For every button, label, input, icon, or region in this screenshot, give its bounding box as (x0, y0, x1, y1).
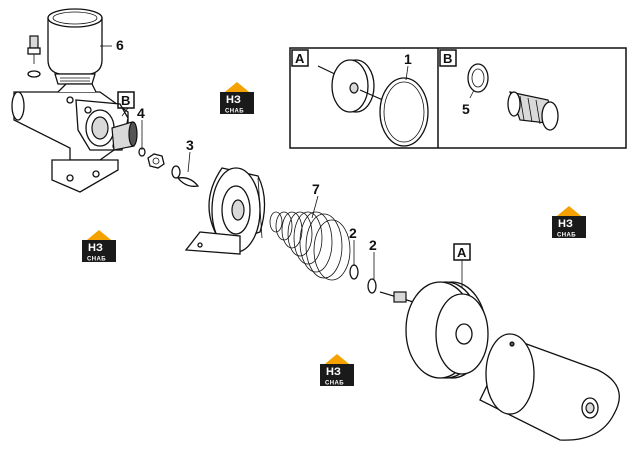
callout-2-second: 2 (369, 237, 377, 253)
callout-3: 3 (186, 137, 194, 153)
mounting-housing (184, 167, 266, 255)
callout-6: 6 (116, 37, 124, 53)
watermark-logo-1: НЗ СНАБ (220, 82, 254, 115)
fluid-reservoir (47, 8, 103, 85)
callout-7: 7 (312, 181, 320, 197)
leader-lines (100, 45, 475, 288)
svg-text:НЗ: НЗ (326, 366, 341, 378)
boxed-label-a-main: A (457, 245, 467, 260)
piston-assembly (379, 281, 489, 379)
boxed-label-b-main: B (121, 93, 130, 108)
callout-2-first: 2 (349, 225, 357, 241)
svg-text:НЗ: НЗ (558, 218, 573, 230)
return-spring (269, 211, 351, 281)
svg-text:НЗ: НЗ (88, 242, 103, 254)
callout-1: 1 (404, 51, 412, 67)
callout-4: 4 (137, 105, 145, 121)
booster-housing (479, 333, 620, 441)
watermark-logo-4: НЗ СНАБ (320, 354, 354, 387)
callout-numbers: 6 4 3 7 2 2 1 5 (116, 37, 470, 253)
nut-and-washer (138, 147, 200, 187)
svg-text:СНАБ: СНАБ (87, 257, 106, 263)
svg-text:СНАБ: СНАБ (325, 381, 344, 387)
detail-box (289, 47, 627, 149)
callout-5: 5 (462, 101, 470, 117)
watermark-logo-3: НЗ СНАБ (82, 230, 116, 263)
watermark-logo-2: НЗ СНАБ (552, 206, 586, 239)
boxed-letters: B A A B (117, 49, 471, 261)
master-cylinder-body (11, 83, 138, 193)
svg-text:НЗ: НЗ (226, 94, 241, 106)
svg-text:СНАБ: СНАБ (557, 233, 576, 239)
svg-text:СНАБ: СНАБ (225, 109, 244, 115)
boxed-label-a-detail: A (295, 51, 305, 66)
boxed-label-b-detail: B (443, 51, 452, 66)
bleed-nipple (27, 35, 41, 78)
o-rings (349, 264, 377, 294)
